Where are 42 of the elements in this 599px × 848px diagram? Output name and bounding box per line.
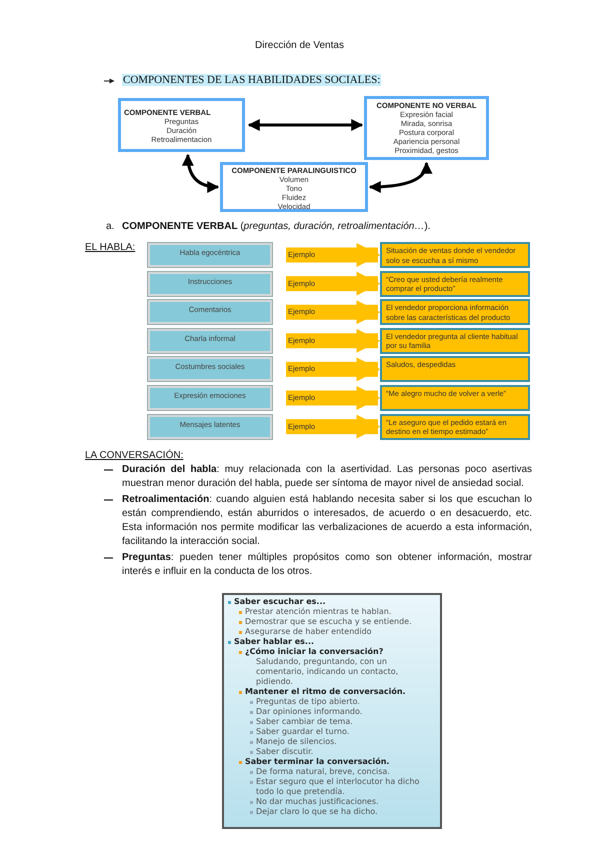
list-item: Demostrar que se escucha y se entiende. xyxy=(228,617,436,627)
list-item: Dar opiniones informando. xyxy=(228,707,436,717)
double-headed-arrow xyxy=(248,119,364,131)
list-marker: a. xyxy=(106,221,114,232)
chevron-arrow xyxy=(286,357,380,382)
list-heading: Mantener el ritmo de conversación. xyxy=(228,687,436,697)
component-box xyxy=(220,162,368,212)
list-item: Saber discutir. xyxy=(228,747,436,757)
list-item: Estar seguro que el interlocutor ha dicho todo lo que pretendía. xyxy=(228,777,436,797)
list-item: Dejar claro lo que se ha dicho. xyxy=(228,807,436,817)
page-header: Dirección de Ventas xyxy=(254,40,345,51)
list-item: Preguntas de tipo abierto. xyxy=(228,697,436,707)
section-label: LA CONVERSACIÓN: xyxy=(85,450,184,461)
double-headed-arrow xyxy=(182,154,220,192)
paragraph: Retroalimentación: cuando alguien está hablando necesita saber si los que escuchan lo están comprendiendo, están aburridos o interesados, de acuerdo o en desacuerdo, etc. Esta información nos permite modificar las verbalizaciones de acuerdo a esta información, facilitando la interacción social. xyxy=(122,493,532,549)
list-item: No dar muchas justificaciones. xyxy=(228,797,436,807)
list-item: Saludando, preguntando, con un comentario, indicando un contacto, pidiendo. xyxy=(255,657,400,687)
component-box xyxy=(364,96,489,160)
chevron-arrow xyxy=(286,272,380,296)
list-item: De forma natural, breve, concisa. xyxy=(228,767,436,777)
list-item: Prestar atención mientras te hablan. xyxy=(228,607,436,617)
list-heading: Saber hablar es... xyxy=(228,637,436,647)
chevron-arrow xyxy=(286,414,380,439)
list-heading: Saber escuchar es... xyxy=(228,597,436,607)
chevron-arrow xyxy=(286,386,380,410)
list-item: Asegurarse de haber entendido xyxy=(228,627,436,637)
section-label: EL HABLA: xyxy=(85,242,136,253)
list-item: Saber guardar el turno. xyxy=(228,727,436,737)
paragraph: Preguntas: pueden tener múltiples propósitos como son obtener información, mostrar interés e influir en la conducta de los otros. xyxy=(122,551,532,579)
component-box xyxy=(118,98,245,152)
list-heading: Saber terminar la conversación. xyxy=(228,757,436,767)
chevron-arrow xyxy=(286,300,380,324)
subsection-heading: COMPONENTE VERBAL (preguntas, duración, retroalimentación…). xyxy=(122,221,430,232)
section-heading: COMPONENTES DE LAS HABILIDADES SOCIALES: xyxy=(122,74,382,86)
chevron-arrow xyxy=(286,243,380,267)
paragraph: Duración del habla: muy relacionada con la asertividad. Las personas poco asertivas muestran menor duración del habla, puede ser síntoma de mayor nivel de ansiedad social. xyxy=(122,463,532,491)
list-item: Saber cambiar de tema. xyxy=(228,717,436,727)
list-item: Manejo de silencios. xyxy=(228,737,436,747)
chevron-arrow xyxy=(286,328,380,353)
double-headed-arrow xyxy=(368,162,432,193)
bullet-list-panel xyxy=(222,593,442,829)
list-heading: ¿Cómo iniciar la conversación? xyxy=(228,647,436,657)
